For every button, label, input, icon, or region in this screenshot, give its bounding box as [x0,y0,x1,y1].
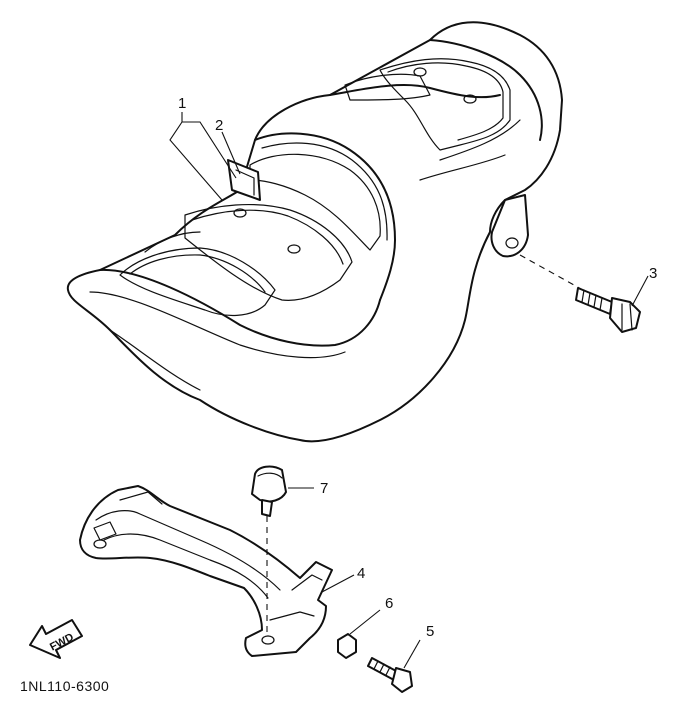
callout-7: 7 [320,480,329,497]
callout-3: 3 [649,265,658,282]
callout-6: 6 [385,595,394,612]
callout-2: 2 [215,117,224,134]
double-seat [66,21,563,443]
nut-icon [337,609,381,659]
flange-bolt-icon [367,639,421,693]
forward-arrow-icon: FWD [29,619,83,659]
part-code: 1NL110-6300 [20,678,110,694]
seat-bracket [79,485,355,657]
callout-4: 4 [357,565,366,582]
damper-icon [251,465,314,634]
bolt-icon [519,254,649,333]
callout-1: 1 [178,95,187,112]
callout-leaders [169,112,241,201]
callout-5: 5 [426,623,435,640]
